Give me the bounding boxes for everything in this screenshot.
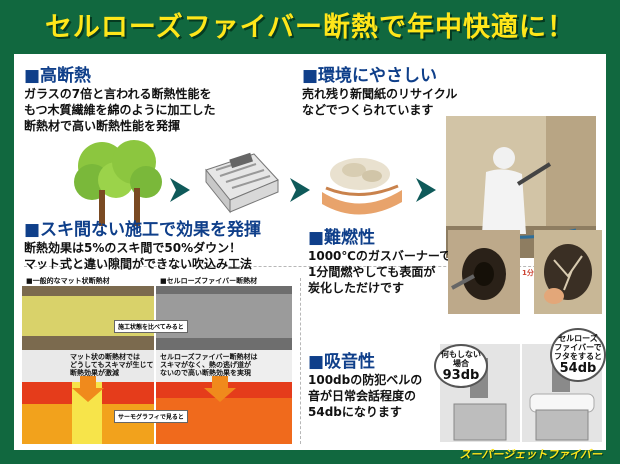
cellulose-note-2: スキマがなく、熱の逃げ道が [160,361,251,369]
bubble-right-value: 54db [559,361,597,376]
insulation-line-2: もつ木質繊維を綿のように加工した [24,103,216,117]
bubble-without-insulation: 何もしない 場合 93db [434,344,488,388]
bubble-left-value: 93db [442,367,480,383]
mat-note-2: どうしてもスキマが生じて [70,361,154,369]
construction-line-1: 断熱効果は5%のスキ間で50%ダウン！ [24,241,242,255]
page-title: セルローズファイバー断熱で年中快適に！ [44,12,576,43]
newspaper-illustration [198,140,282,220]
content-panel: ■高断熱 ガラスの7倍と言われる断熱性能を もつ木質繊維を綿のように加工した 断… [14,54,606,450]
eco-line-2: などでつくられています [302,103,434,117]
fire-line-1: 1000℃のガスバーナーで [308,249,452,263]
mat-insulation-photo [22,286,154,444]
bubble-right-small-2: ファイバーで [554,343,602,352]
fire-test-photo-after [534,230,602,314]
eco-line-1: 売れ残り新聞紙のリサイクル [302,87,458,101]
hands-icon [322,158,402,215]
mat-insulation-image [22,286,154,444]
arrow-right-icon [416,178,436,202]
section-divider-vertical [300,278,301,444]
label-mat-insulation: ■一般的なマット状断熱材 [26,277,110,285]
cellulose-insulation-photo [156,286,292,444]
bubble-right-small-3: フタをすると [554,352,602,361]
sound-line-3: 54dbになります [308,405,402,419]
cellulose-note-1: セルローズファイバー断熱材は [160,353,258,361]
burn-mark-icon [448,230,520,314]
bubble-with-insulation: セルローズ ファイバーで フタをすると 54db [550,328,606,382]
mat-note-1: マット状の断熱材では [70,353,140,361]
label-cellulose-insulation: ■セルローズファイバー断熱材 [160,277,258,285]
tag-thermography: サーモグラフィで見ると [114,410,188,423]
fire-test-photo-before [448,230,520,314]
cellulose-note-3: ないので高い断熱効果を実現 [160,369,251,377]
mat-note-3: 断熱効果が激減 [70,369,119,377]
bubble-left-small-2: 場合 [453,358,469,368]
fire-line-2: 1分間燃やしても表面が [308,265,436,279]
cellulose-insulation-image [156,286,292,444]
construction-line-2: マット式と違い隙間ができない吹込み工法 [24,257,253,271]
fire-line-3: 炭化しただけです [308,281,405,295]
trees-illustration [72,134,164,230]
brand-footer: スーパージェットファイバー [459,448,602,461]
insulation-line-1: ガラスの7倍と言われる断熱性能を [24,87,212,101]
construction-heading: ■スキ間ない施工で効果を発揮 [24,220,262,240]
charred-surface-icon [534,230,602,314]
cellulose-hands-illustration [316,140,406,222]
sound-line-2: 音が日常会話程度の [308,389,417,403]
bubble-left-small-1: 何もしない [441,349,481,359]
fire-heading: ■難燃性 [308,228,376,248]
bubble-right-small-1: セルローズ [558,334,598,343]
sound-line-1: 100dbの防犯ベルの [308,373,423,387]
tag-compare: 施工状態を比べてみると [114,320,188,333]
eco-heading: ■環境にやさしい [302,66,438,86]
sound-heading: ■吸音性 [308,352,376,372]
tree-icon [74,140,162,226]
arrow-right-icon [170,178,190,202]
insulation-heading: ■高断熱 [24,66,92,86]
section-divider-horizontal [24,266,596,267]
insulation-line-3: 断熱材で高い断熱性能を発揮 [24,119,181,133]
newspaper-icon [205,152,279,214]
arrow-right-icon [290,178,310,202]
